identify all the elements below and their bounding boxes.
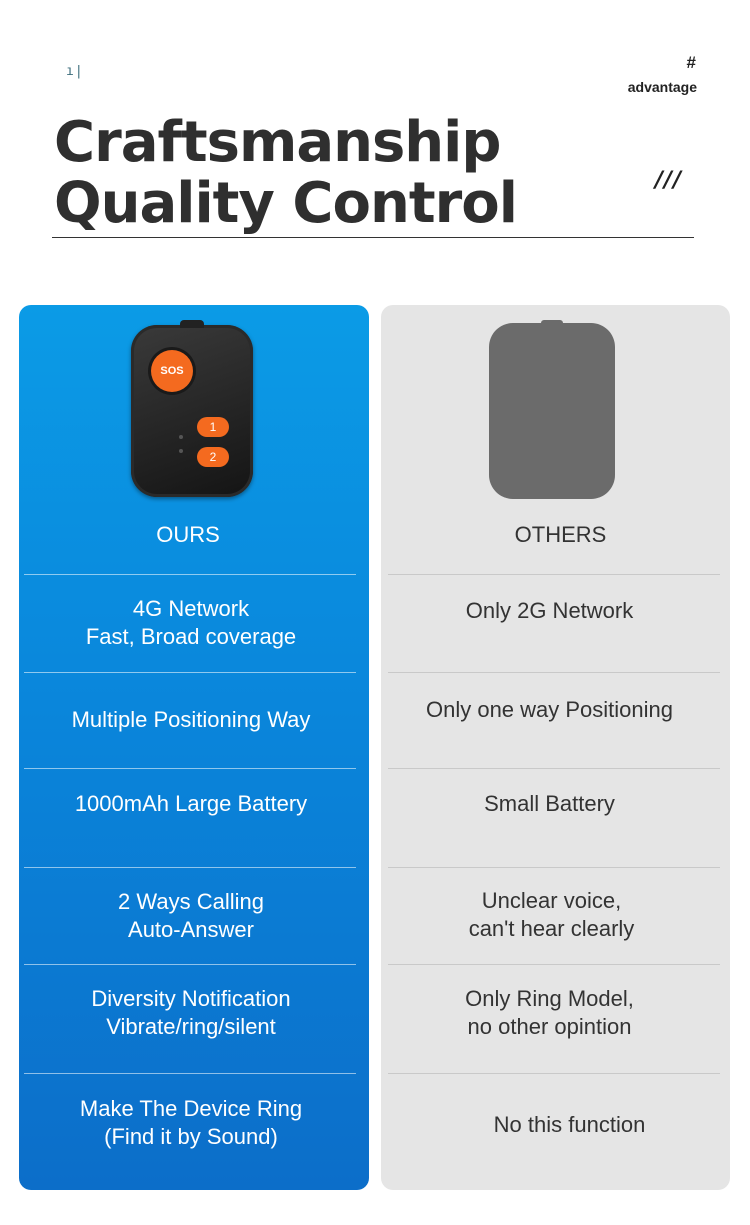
row-divider [388, 964, 720, 965]
others-row-line2: can't hear clearly [468, 916, 635, 941]
others-row-line1: Unclear voice, [481, 888, 622, 913]
row-divider [24, 1073, 356, 1074]
others-row-battery: Small Battery [381, 769, 724, 839]
key-2-graphic: 2 [197, 447, 229, 467]
hash-symbol: # [686, 53, 696, 72]
title-line-2: Quality Control [54, 171, 518, 236]
others-row-line2: no other opintion [467, 1014, 632, 1039]
row-divider [24, 672, 356, 673]
ours-row-line2: (Find it by Sound) [104, 1124, 278, 1149]
title-line-1: Craftsmanship [54, 110, 501, 175]
ours-row-calling: 2 Ways Calling Auto-Answer [19, 868, 366, 964]
row-divider [388, 1073, 720, 1074]
ours-row-line2: Fast, Broad coverage [85, 624, 297, 649]
others-row-line1: Only one way Positioning [425, 697, 674, 722]
row-divider [388, 672, 720, 673]
row-divider [388, 768, 720, 769]
ours-row-line1: Diversity Notification [91, 986, 291, 1011]
others-row-function: No this function [395, 1075, 730, 1175]
silhouette-clip [541, 320, 563, 326]
ours-row-line1: 1000mAh Large Battery [74, 791, 308, 816]
key-1-graphic: 1 [197, 417, 229, 437]
ours-row-line2: Vibrate/ring/silent [106, 1014, 276, 1039]
row-divider [388, 867, 720, 868]
others-row-line1: Only Ring Model, [465, 986, 634, 1011]
others-row-line1: Only 2G Network [465, 598, 634, 623]
sos-button-graphic: SOS [151, 350, 193, 392]
ours-row-line1: 4G Network [132, 596, 250, 621]
ours-heading: OURS [156, 522, 220, 547]
device-clip [180, 320, 204, 328]
page-title: Craftsmanship Quality Control [54, 110, 518, 236]
others-row-ring-model: Only Ring Model, no other opintion [381, 965, 724, 1061]
row-divider [388, 574, 720, 575]
row-divider [24, 867, 356, 868]
others-row-network: Only 2G Network [381, 575, 724, 647]
ours-row-line1: 2 Ways Calling [118, 889, 264, 914]
others-heading: OTHERS [514, 522, 607, 547]
ours-row-ring: Make The Device Ring (Find it by Sound) [19, 1075, 366, 1171]
others-row-line1: No this function [493, 1112, 646, 1137]
ours-panel: SOS 1 2 OURS 4G Network Fast, Broad cove… [19, 305, 369, 1190]
row-divider [24, 964, 356, 965]
title-underline [52, 237, 694, 238]
others-device-silhouette [489, 320, 615, 499]
slashes-decoration: /// [655, 168, 683, 193]
ours-row-battery: 1000mAh Large Battery [19, 769, 366, 839]
ours-row-positioning: Multiple Positioning Way [19, 673, 366, 767]
ours-row-notification: Diversity Notification Vibrate/ring/sile… [19, 965, 366, 1061]
others-row-line1: Small Battery [484, 791, 615, 816]
row-divider [24, 574, 356, 575]
ours-device-image: SOS 1 2 [131, 320, 253, 497]
tick-mark-decoration: ı| [66, 64, 84, 79]
row-divider [24, 768, 356, 769]
advantage-tag: advantage [627, 79, 697, 95]
indicator-dot [179, 435, 183, 439]
indicator-dot [179, 449, 183, 453]
others-row-positioning: Only one way Positioning [381, 673, 724, 747]
ours-row-line2: Auto-Answer [128, 917, 254, 942]
ours-row-line1: Multiple Positioning Way [71, 707, 311, 732]
others-row-voice: Unclear voice, can't hear clearly [381, 868, 726, 962]
others-panel: OTHERS Only 2G Network Only one way Posi… [381, 305, 730, 1190]
ours-row-line1: Make The Device Ring [79, 1096, 303, 1121]
ours-row-network: 4G Network Fast, Broad coverage [19, 575, 366, 671]
